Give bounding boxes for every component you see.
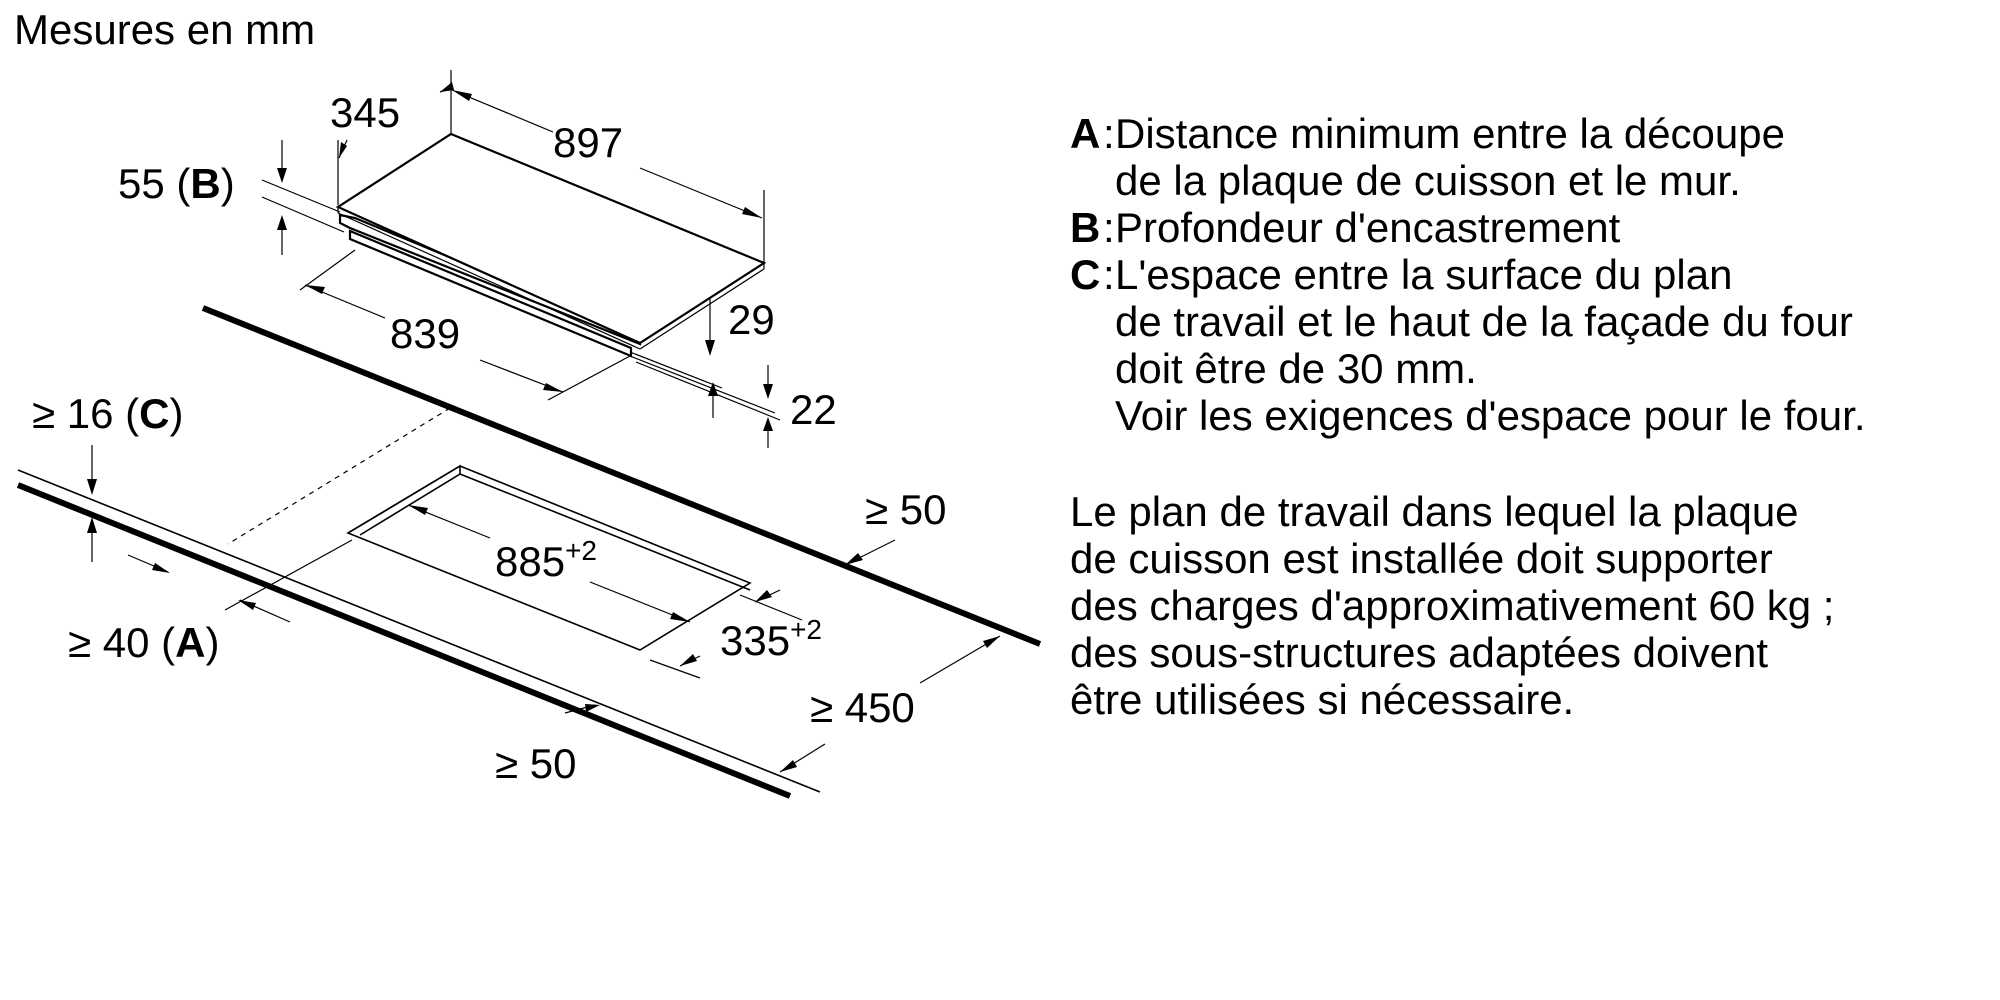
- legend-item-a: A: Distance minimum entre la découpe de …: [1070, 110, 1785, 204]
- worktop-load-note: Le plan de travail dans lequel la plaque…: [1070, 488, 1835, 723]
- legend-text: Profondeur d'encastrement: [1115, 204, 1621, 251]
- legend-key: C: [1070, 251, 1101, 298]
- dim-55-b: [261, 140, 345, 255]
- legend-text: L'espace entre la surface du plan de tra…: [1115, 251, 1866, 439]
- label-335: 335+2: [720, 614, 822, 664]
- legend: A: Distance minimum entre la découpe de …: [1070, 110, 1990, 439]
- worktop-drawing: [16, 305, 1042, 799]
- installation-diagram: 345 897 55 (B) 839 29 22 ≥ 16 (C) 885+2 …: [16, 70, 1042, 799]
- worktop-front-edge: [16, 482, 792, 799]
- hob-glass-top: [335, 132, 767, 345]
- label-839: 839: [390, 310, 460, 357]
- page-title: Mesures en mm: [14, 6, 316, 53]
- label-345: 345: [330, 89, 400, 136]
- cutout-inner-wall-back: [459, 473, 751, 591]
- worktop-front-top-edge: [17, 469, 821, 793]
- label-450: ≥ 450: [810, 684, 915, 731]
- label-50-back: ≥ 50: [865, 486, 946, 533]
- legend-text: Distance minimum entre la découpe de la …: [1115, 110, 1785, 204]
- label-55-b: 55 (B): [118, 160, 235, 207]
- dim-897: [450, 70, 765, 263]
- legend-item-b: B: Profondeur d'encastrement: [1070, 204, 1621, 251]
- legend-key: A: [1070, 110, 1101, 157]
- label-16-c: ≥ 16 (C): [32, 390, 183, 437]
- legend-item-c: C: L'espace entre la surface du plan de …: [1070, 251, 1866, 439]
- dim-335: [649, 589, 803, 679]
- dim-50-back: [844, 539, 896, 566]
- cutout-inner-wall-left: [347, 464, 461, 536]
- hidden-line: [227, 407, 451, 545]
- dim-16-c: [87, 445, 97, 562]
- dim-839: [299, 249, 631, 401]
- worktop-back-edge: [201, 305, 1042, 647]
- dim-50-front: [564, 704, 600, 714]
- label-50-front: ≥ 50: [495, 740, 576, 787]
- label-40-a: ≥ 40 (A): [68, 619, 219, 666]
- dim-450: [779, 635, 1001, 773]
- label-897: 897: [553, 119, 623, 166]
- label-29: 29: [728, 296, 775, 343]
- hob-edge-front: [337, 212, 641, 350]
- label-885: 885+2: [495, 535, 597, 585]
- hob-edge-right: [639, 268, 765, 350]
- label-22: 22: [790, 386, 837, 433]
- cutout-extension-line: [224, 539, 353, 611]
- legend-key: B: [1070, 204, 1101, 251]
- dim-40-a: [127, 554, 291, 623]
- dim-29-22: [629, 298, 781, 448]
- dim-345: [337, 82, 454, 205]
- hob-drawing: [335, 132, 767, 358]
- dim-885: [407, 504, 691, 623]
